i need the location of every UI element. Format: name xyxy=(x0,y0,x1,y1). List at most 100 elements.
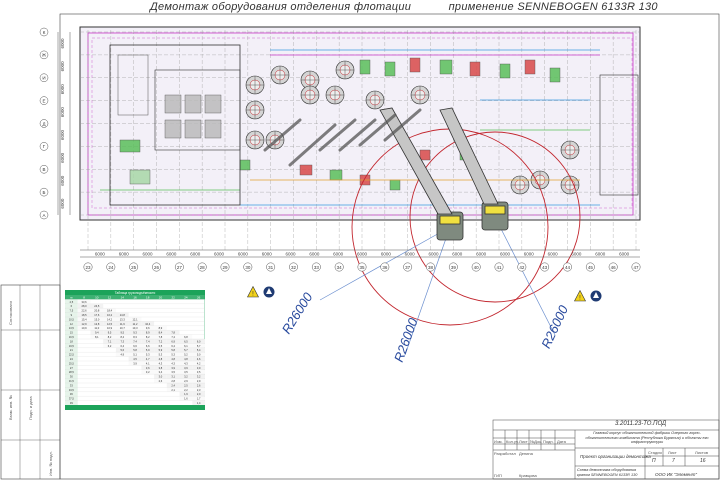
load-table-cell: 2,4 xyxy=(171,383,175,387)
axis-number: 41 xyxy=(496,265,502,270)
axis-bubble xyxy=(471,262,481,272)
row-letter: Е xyxy=(42,98,45,103)
load-table-cell: 5,8 xyxy=(171,348,175,352)
load-table-cell: 18,4 xyxy=(107,309,113,313)
title-block xyxy=(492,419,720,480)
axis-bubble xyxy=(197,262,207,272)
load-table-cell: 5,3 xyxy=(146,353,150,357)
load-table-cell: 8,4 xyxy=(120,335,124,339)
row-dim-label: 6000 xyxy=(60,175,65,186)
axis-number: 26 xyxy=(154,265,160,270)
axis-number: 37 xyxy=(405,265,411,270)
axis-bubble xyxy=(585,262,595,272)
load-table-cell: 2,1 xyxy=(171,388,175,392)
load-table-cell: 19,5 xyxy=(69,344,75,348)
load-table-cell: 10,5 xyxy=(69,317,75,321)
axis-dim-label: 6000 xyxy=(333,252,344,257)
axis-number: 45 xyxy=(588,265,594,270)
load-table-cell: 13,3 xyxy=(120,317,126,321)
load-table-cell: 27 xyxy=(70,366,73,370)
load-table-cell: 21 xyxy=(70,348,73,352)
axis-bubble xyxy=(631,262,641,272)
company-name: ООО ИК "Элемент" xyxy=(655,472,697,477)
load-table-cell: 5,2 xyxy=(184,353,188,357)
load-table-cell: 4,5 xyxy=(133,357,137,361)
axis-number: 34 xyxy=(337,265,343,270)
axis-bubble xyxy=(540,262,550,272)
load-table-cell: 15 xyxy=(70,331,73,335)
warning-sign-icon-2: ! xyxy=(574,290,586,302)
load-table-cell: 3,5 xyxy=(184,370,188,374)
load-table-cell: 5,7 xyxy=(184,348,188,352)
load-table-cell: 13,5 xyxy=(69,326,75,330)
role-gip: ГИП xyxy=(494,473,502,478)
row-dim-label: 6000 xyxy=(60,129,65,140)
axis-dim-label: 6000 xyxy=(405,252,416,257)
load-table-cell: 12,9 xyxy=(82,322,88,326)
name-gip: Кравцова xyxy=(519,473,537,478)
row-bubble xyxy=(39,27,49,37)
axis-dim-label: 6000 xyxy=(619,252,630,257)
row-bubble xyxy=(39,165,49,174)
load-table-cell: 4,2 xyxy=(197,361,201,365)
load-table-cell: 22,5 xyxy=(69,353,75,357)
row-bubble xyxy=(39,50,49,60)
load-table-cell: 10,9 xyxy=(107,326,113,330)
load-table-cell: 1,4 xyxy=(197,401,201,405)
load-table-cell: 7,8 xyxy=(171,331,175,335)
load-table-cell: 4,7 xyxy=(146,357,150,361)
axis-bubble xyxy=(334,262,344,272)
load-table-cell: 5,7 xyxy=(197,344,201,348)
col-date: Дата xyxy=(557,439,566,444)
load-table-cell: 7,4 xyxy=(171,335,175,339)
axis-bubble xyxy=(608,262,618,272)
load-table-cell: 5,3 xyxy=(159,353,163,357)
equipment-layer xyxy=(100,49,600,206)
stage-header: Стадия xyxy=(648,450,662,455)
load-table-cell: 7,3 xyxy=(120,339,124,343)
load-table-cell: 18 xyxy=(70,339,73,343)
load-table-cell: 6,6 xyxy=(133,344,137,348)
load-table-col-header: 12 xyxy=(108,295,112,299)
axis-number: 40 xyxy=(474,265,480,270)
sheet-value: 7 xyxy=(672,458,675,464)
load-table-cell: 1,6 xyxy=(184,397,188,401)
axis-dim-label: 6000 xyxy=(119,252,130,257)
load-table-col-header: 10 xyxy=(95,295,99,299)
axis-bubble xyxy=(106,262,116,272)
axis-dim-label: 6000 xyxy=(286,252,297,257)
load-table-cell: 3,9 xyxy=(197,366,201,370)
doc-name: Проект организации демонтажа xyxy=(580,454,651,459)
axis-number: 25 xyxy=(131,265,137,270)
load-table-cell: 7,1 xyxy=(108,339,112,343)
load-table-cell: 37,5 xyxy=(69,397,75,401)
load-table-cell: 6,5 xyxy=(184,339,188,343)
load-table-cell: 10,9 xyxy=(82,326,88,330)
axis-number: 35 xyxy=(359,265,365,270)
sheets-header: Листов xyxy=(695,450,708,455)
axis-dim-label: 6000 xyxy=(595,252,606,257)
load-table-cell: 6,0 xyxy=(197,339,201,343)
drawing-name: Схема демонтажа оборудования краном SENN… xyxy=(577,468,638,477)
load-table-cell: 2,9 xyxy=(184,379,188,383)
sheet-header: Лист xyxy=(668,450,677,455)
row-bubble xyxy=(39,73,49,82)
load-table-cell: 2,0 xyxy=(197,392,201,396)
load-table-cell: 9,6 xyxy=(146,326,150,330)
axis-bubble xyxy=(357,262,367,272)
crane-right xyxy=(439,107,509,231)
load-table-cell: 3,9 xyxy=(171,366,175,370)
axis-bubble xyxy=(220,262,230,272)
axis-number: 47 xyxy=(633,265,639,270)
row-labels: КЖИЕДГВБА6000600060006000600060006000600… xyxy=(39,27,71,220)
load-table-cell: 30 xyxy=(70,375,73,379)
load-table-cell: 10,3 xyxy=(132,326,138,330)
load-table-cell: 7,5 xyxy=(70,309,74,313)
load-table-cell: 8,9 xyxy=(146,331,150,335)
load-table-cell: 5,3 xyxy=(171,353,175,357)
load-table-cell: 1,9 xyxy=(184,392,188,396)
load-table-cell: 9,5 xyxy=(108,331,112,335)
load-table-cell: 39 xyxy=(70,401,73,405)
load-table-cell: 4,3 xyxy=(159,361,163,365)
